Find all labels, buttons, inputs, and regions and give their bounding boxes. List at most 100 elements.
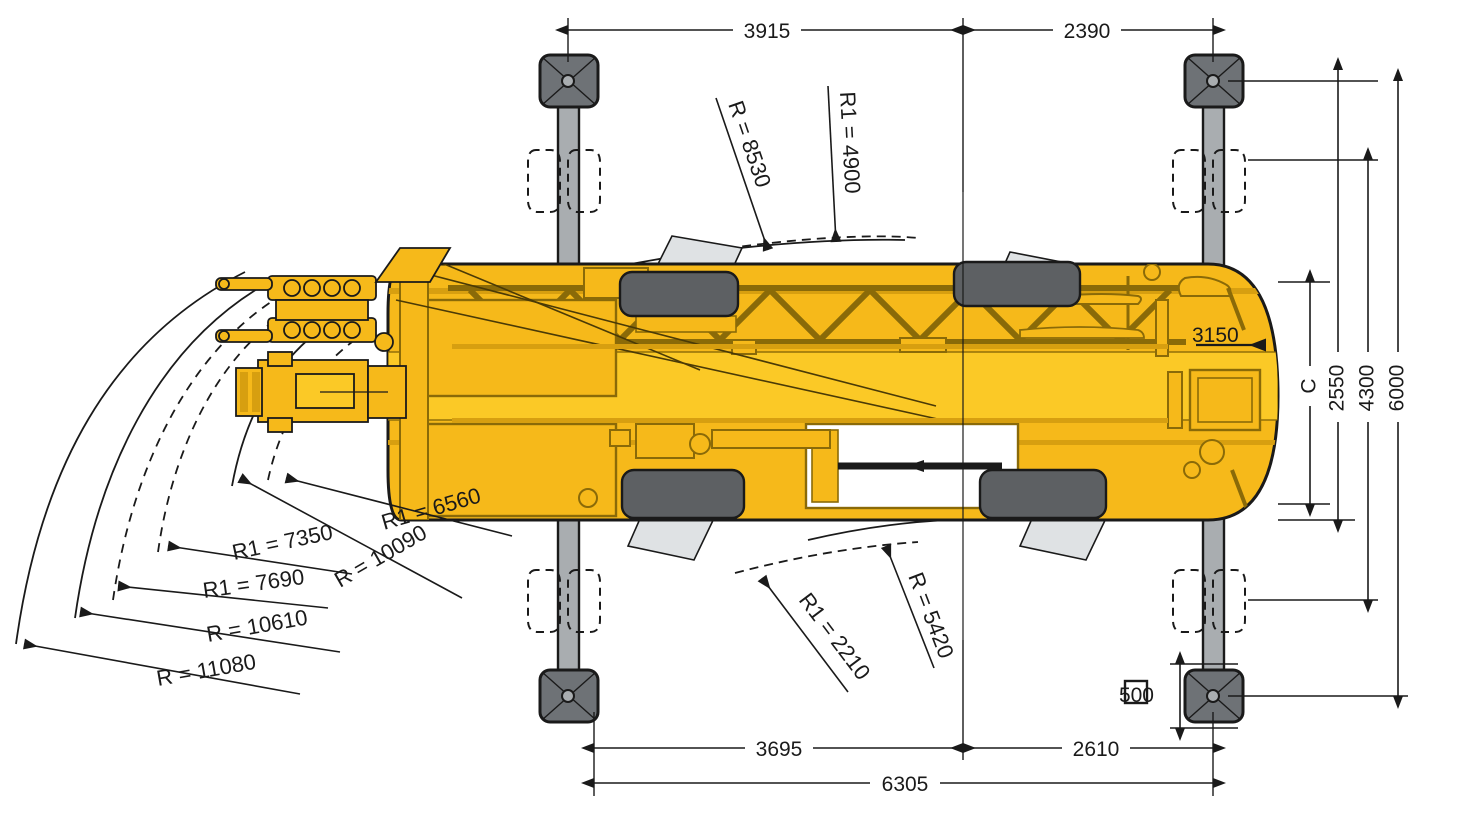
boom-base-ribs: [252, 372, 260, 412]
dim-label-bg: [1296, 366, 1324, 406]
arc-r-10610: [74, 285, 263, 619]
pad-pivot: [561, 74, 575, 88]
tire: [620, 468, 746, 520]
pad-pivot: [1206, 689, 1220, 703]
crane-body: [386, 262, 1280, 522]
dim-label-bg: [1324, 352, 1352, 422]
outrigger-retracted-outline: [1172, 149, 1206, 213]
tire: [618, 270, 740, 318]
leader-r1-7350: [167, 540, 353, 575]
radius-label-r1-4900: R1 = 4900: [835, 91, 865, 194]
centerlines: [320, 192, 964, 640]
leader-r1-4900: [827, 85, 842, 243]
dim-label-bottom-left: 3695: [756, 738, 803, 761]
dim-label-bg: [1384, 352, 1412, 422]
rod: [452, 344, 1168, 349]
leader-r-8530: [715, 97, 774, 252]
boom-base-ribs: [240, 372, 248, 412]
rear-panel-inner: [1197, 377, 1253, 423]
boom-face: [295, 373, 355, 409]
hatch: [635, 315, 737, 333]
body-details: [388, 264, 1278, 520]
rear-rail: [1226, 287, 1250, 513]
boom-head-body: [275, 299, 369, 321]
pin: [218, 278, 230, 290]
boom-strut: [374, 247, 452, 283]
dim-label-3150: 3150: [1192, 324, 1239, 347]
hatch: [635, 423, 695, 459]
cylinder: [1019, 326, 1145, 339]
pivot: [689, 433, 711, 455]
leader-r1-6560: [284, 472, 513, 537]
boom-head-arm: [215, 329, 273, 343]
boom-head-assembly: [215, 247, 452, 433]
arc-r1-7690: [112, 299, 275, 601]
bay-arrow-head: [906, 460, 924, 472]
dim-label-bg: [1062, 734, 1130, 762]
sheave: [283, 321, 301, 339]
rod: [452, 418, 1168, 423]
rear-detail: [1155, 299, 1169, 357]
pivot: [578, 488, 598, 508]
dim-label-c: C: [1298, 378, 1321, 393]
dim-label-2550: 2550: [1326, 365, 1349, 412]
lower-cab-outline: [414, 422, 618, 518]
sheave: [303, 321, 321, 339]
rear-detail: [1167, 371, 1183, 429]
body-width-dimension: 3150: [1192, 324, 1266, 352]
sheave: [283, 279, 301, 297]
leader-r-11080: [23, 638, 301, 695]
arc-r-11080: [15, 271, 246, 645]
dim-label-top-right: 2390: [1064, 20, 1111, 43]
rear-light: [1199, 439, 1225, 465]
top-dimension-chain: 3915 2390: [555, 16, 1226, 192]
sheave: [343, 321, 361, 339]
pivot: [1143, 264, 1161, 281]
pad-size-dimension: 500: [1119, 651, 1238, 741]
pad-pivot: [561, 689, 575, 703]
right-dimension-chain: C 2550 4300 6000: [1228, 57, 1412, 709]
dim-label-500: 500: [1119, 684, 1154, 707]
square-symbol-icon: [1123, 679, 1149, 705]
hatch: [711, 429, 831, 449]
tire: [978, 468, 1108, 520]
boom-head-arm: [215, 277, 273, 291]
leader-r-5420: [880, 543, 935, 669]
hoist-rope: [395, 299, 943, 421]
outrigger-retracted-outline: [1212, 149, 1246, 213]
outrigger-retracted-outline: [1212, 569, 1246, 633]
leader-r-10610: [79, 606, 341, 653]
sheave: [343, 279, 361, 297]
bottom-dimension-chain: 3695 2610 6305: [581, 640, 1226, 797]
tire: [952, 260, 1082, 308]
dim-label-6000: 6000: [1386, 365, 1409, 412]
outrigger-retracted-outline: [527, 569, 561, 633]
dim-label-bg: [733, 16, 801, 44]
hatch: [609, 429, 631, 447]
boom-lug: [267, 417, 293, 433]
boom-lug: [267, 351, 293, 367]
outrigger-retracted-outline: [1172, 569, 1206, 633]
dim-label-bg: [1354, 352, 1382, 422]
dim-label-bg: [745, 734, 813, 762]
rear-light: [1183, 461, 1201, 479]
leader-r1-2210: [757, 574, 849, 693]
dim-label-bottom-total: 6305: [882, 773, 929, 796]
sheave: [303, 279, 321, 297]
hoist-rope: [403, 267, 937, 407]
dim-label-bg: [1053, 16, 1121, 44]
pad-pivot: [1206, 74, 1220, 88]
arc-r1-2210: [734, 541, 919, 574]
leader-r1-7690: [117, 580, 329, 609]
dim-label-bottom-right: 2610: [1073, 738, 1120, 761]
dim-label-bg: [870, 769, 940, 797]
outrigger-retracted-outline: [567, 569, 601, 633]
boom-pivot: [374, 332, 394, 352]
sheave: [323, 321, 341, 339]
pin: [218, 330, 230, 342]
sheave: [323, 279, 341, 297]
leader-r-10090: [237, 473, 463, 599]
outrigger-retracted-outline: [527, 149, 561, 213]
